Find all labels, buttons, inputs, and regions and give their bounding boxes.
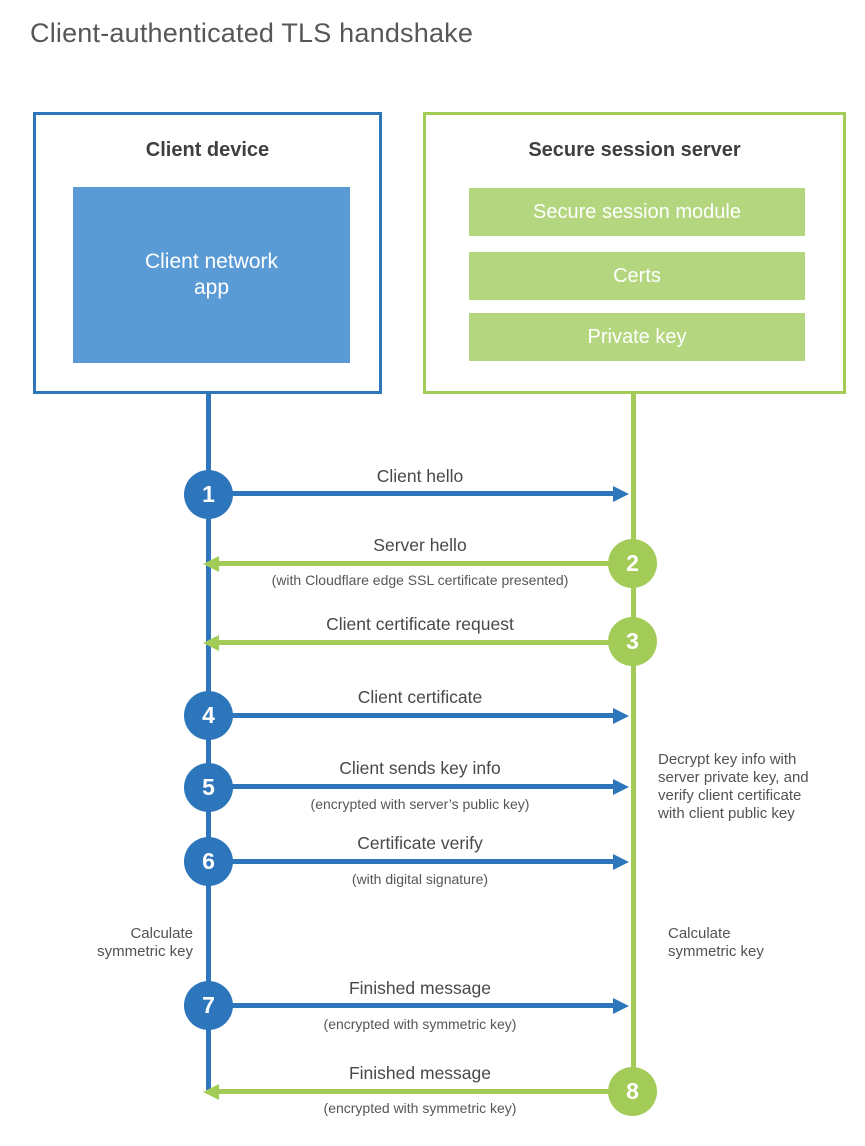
step-6-arrow-head-icon (613, 854, 629, 870)
step-4-label: Client certificate (357, 687, 483, 707)
calculate-symmetric-key-left: Calculate symmetric key (97, 925, 193, 960)
private-key-bar: Private key (469, 313, 805, 361)
step-2-sublabel: (with Cloudflare edge SSL certificate pr… (271, 572, 569, 588)
step-3-badge: 3 (608, 617, 657, 666)
client-lifeline (206, 392, 211, 1090)
step-2-arrow-line (219, 561, 610, 566)
step-8-label: Finished message (348, 1063, 492, 1083)
step-3-arrow-line (219, 640, 610, 645)
step-5-sublabel: (encrypted with server’s public key) (310, 796, 530, 812)
page-title: Client-authenticated TLS handshake (30, 18, 474, 48)
step-1-arrow-head-icon (613, 486, 629, 502)
step-7-sublabel: (encrypted with symmetric key) (323, 1016, 517, 1032)
step-2-arrow-head-icon (203, 556, 219, 572)
step-4-arrow-line (230, 713, 613, 718)
step-5-arrow-head-icon (613, 779, 629, 795)
step-2-badge: 2 (608, 539, 657, 588)
step-1-badge: 1 (184, 470, 233, 519)
step-3-arrow-head-icon (203, 635, 219, 651)
secure-session-module-label: Secure session module (533, 200, 741, 223)
step-8-arrow-line (219, 1089, 610, 1094)
step-1-arrow-line (230, 491, 613, 496)
step-8-sublabel: (encrypted with symmetric key) (323, 1100, 517, 1116)
step-3-label: Client certificate request (326, 614, 514, 634)
step-5-arrow-line (230, 784, 613, 789)
step-6-label: Certificate verify (357, 833, 483, 853)
step-7-arrow-line (230, 1003, 613, 1008)
client-network-app-label: Client network app (144, 250, 279, 299)
secure-session-module-bar: Secure session module (469, 188, 805, 236)
step-7-badge: 7 (184, 981, 233, 1030)
step-8-arrow-head-icon (203, 1084, 219, 1100)
step-8-badge: 8 (608, 1067, 657, 1116)
step-4-arrow-head-icon (613, 708, 629, 724)
decrypt-note: Decrypt key info with server private key… (658, 751, 809, 822)
client-device-box: Client device Client network app (33, 112, 382, 394)
client-device-heading: Client device (145, 139, 270, 161)
step-6-badge: 6 (184, 837, 233, 886)
step-5-label: Client sends key info (339, 758, 501, 778)
certs-label: Certs (613, 264, 661, 287)
private-key-label: Private key (587, 325, 687, 348)
step-4-badge: 4 (184, 691, 233, 740)
secure-session-server-heading: Secure session server (528, 139, 741, 161)
calculate-symmetric-key-right: Calculate symmetric key (668, 925, 764, 960)
certs-bar: Certs (469, 252, 805, 300)
step-7-arrow-head-icon (613, 998, 629, 1014)
step-2-label: Server hello (373, 535, 467, 555)
step-6-arrow-line (230, 859, 613, 864)
server-lifeline (631, 392, 636, 1092)
client-network-app-box: Client network app (73, 187, 350, 363)
step-1-label: Client hello (376, 466, 464, 486)
step-5-badge: 5 (184, 763, 233, 812)
step-7-label: Finished message (348, 978, 492, 998)
secure-session-server-box: Secure session server Secure session mod… (423, 112, 846, 394)
step-6-sublabel: (with digital signature) (351, 871, 489, 887)
